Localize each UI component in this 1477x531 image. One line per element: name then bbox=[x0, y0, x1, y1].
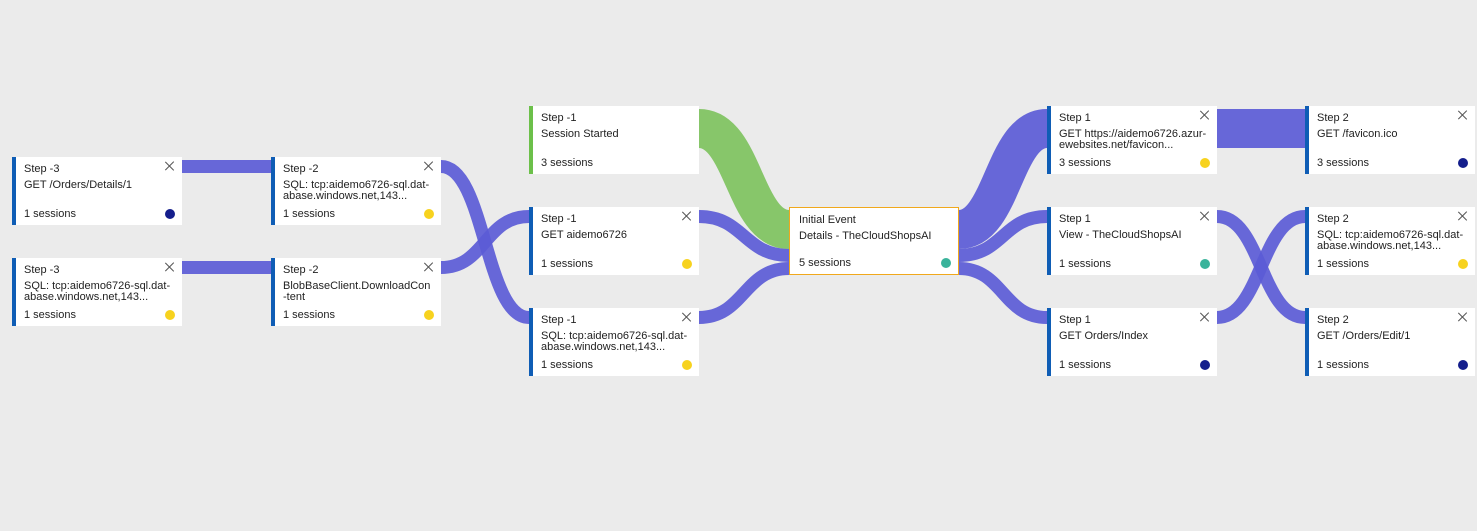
status-dot-icon bbox=[424, 209, 434, 219]
node-session-count: 3 sessions bbox=[1317, 157, 1369, 169]
node-session-count: 1 sessions bbox=[1059, 359, 1111, 371]
node-event-name: Session Started bbox=[541, 129, 619, 140]
status-dot-icon bbox=[682, 259, 692, 269]
node-session-count: 1 sessions bbox=[24, 208, 76, 220]
flow-link-n_m1b-to-n_init[interactable] bbox=[698, 210, 790, 262]
node-step-minus1-get-aidemo[interactable]: Step -1 GET aidemo6726 1 sessions bbox=[529, 207, 699, 275]
node-step-label: Step 2 bbox=[1317, 213, 1349, 225]
node-event-name: SQL: tcp:aidemo6726-sql.dat-abase.window… bbox=[24, 281, 171, 303]
node-step-minus2-blob-download[interactable]: Step -2 BlobBaseClient.DownloadCon-tent … bbox=[271, 258, 441, 326]
node-step-label: Step -2 bbox=[283, 264, 319, 276]
node-event-name: SQL: tcp:aidemo6726-sql.dat-abase.window… bbox=[283, 180, 430, 202]
status-dot-icon bbox=[1458, 360, 1468, 370]
node-step-label: Step 1 bbox=[1059, 213, 1091, 225]
node-session-count: 1 sessions bbox=[1317, 359, 1369, 371]
node-event-name: GET /Orders/Details/1 bbox=[24, 180, 132, 191]
close-icon[interactable] bbox=[1457, 210, 1469, 222]
status-dot-icon bbox=[1200, 158, 1210, 168]
status-dot-icon bbox=[1200, 360, 1210, 370]
node-session-count: 3 sessions bbox=[541, 157, 593, 169]
node-event-name: GET /favicon.ico bbox=[1317, 129, 1398, 140]
close-icon[interactable] bbox=[164, 261, 176, 273]
node-step-minus3-sql[interactable]: Step -3 SQL: tcp:aidemo6726-sql.dat-abas… bbox=[12, 258, 182, 326]
node-step-label: Step 1 bbox=[1059, 314, 1091, 326]
node-session-count: 5 sessions bbox=[799, 257, 851, 269]
node-step1-view[interactable]: Step 1 View - TheCloudShopsAI 1 sessions bbox=[1047, 207, 1217, 275]
flow-link-n_1c-to-n_2b[interactable] bbox=[1216, 210, 1306, 324]
close-icon[interactable] bbox=[1199, 210, 1211, 222]
node-event-name: GET https://aidemo6726.azur-ewebsites.ne… bbox=[1059, 129, 1207, 151]
flow-link-n_init-to-n_1a[interactable] bbox=[955, 109, 1051, 249]
node-session-count: 1 sessions bbox=[283, 208, 335, 220]
node-step2-get-orders-edit[interactable]: Step 2 GET /Orders/Edit/1 1 sessions bbox=[1305, 308, 1475, 376]
status-dot-icon bbox=[165, 310, 175, 320]
node-session-count: 1 sessions bbox=[1059, 258, 1111, 270]
status-dot-icon bbox=[1200, 259, 1210, 269]
flow-link-n_m2b-to-n_m1b[interactable] bbox=[440, 210, 530, 274]
close-icon[interactable] bbox=[423, 160, 435, 172]
node-step-minus1-sql[interactable]: Step -1 SQL: tcp:aidemo6726-sql.dat-abas… bbox=[529, 308, 699, 376]
node-step-label: Step 1 bbox=[1059, 112, 1091, 124]
node-step-label: Step 2 bbox=[1317, 314, 1349, 326]
node-event-name: SQL: tcp:aidemo6726-sql.dat-abase.window… bbox=[1317, 230, 1464, 252]
flow-link-n_init-to-n_1c[interactable] bbox=[958, 262, 1048, 324]
node-step-label: Step -3 bbox=[24, 264, 60, 276]
flow-link-n_m1a-to-n_init[interactable] bbox=[695, 109, 793, 249]
node-session-count: 1 sessions bbox=[541, 258, 593, 270]
node-event-name: GET Orders/Index bbox=[1059, 331, 1149, 342]
status-dot-icon bbox=[424, 310, 434, 320]
close-icon[interactable] bbox=[1457, 109, 1469, 121]
flow-link-n_init-to-n_1b[interactable] bbox=[958, 210, 1048, 262]
node-step-label: Step -2 bbox=[283, 163, 319, 175]
node-event-name: SQL: tcp:aidemo6726-sql.dat-abase.window… bbox=[541, 331, 688, 353]
node-event-name: Details - TheCloudShopsAI bbox=[799, 231, 932, 242]
node-step1-get-orders-index[interactable]: Step 1 GET Orders/Index 1 sessions bbox=[1047, 308, 1217, 376]
node-session-count: 1 sessions bbox=[1317, 258, 1369, 270]
close-icon[interactable] bbox=[681, 210, 693, 222]
node-step-label: Step -3 bbox=[24, 163, 60, 175]
node-step-label: Step 2 bbox=[1317, 112, 1349, 124]
node-event-name: BlobBaseClient.DownloadCon-tent bbox=[283, 281, 431, 303]
node-step-label: Step -1 bbox=[541, 112, 577, 124]
node-step-minus2-sql[interactable]: Step -2 SQL: tcp:aidemo6726-sql.dat-abas… bbox=[271, 157, 441, 225]
node-event-name: GET aidemo6726 bbox=[541, 230, 628, 241]
node-step2-get-favicon-ico[interactable]: Step 2 GET /favicon.ico 3 sessions bbox=[1305, 106, 1475, 174]
node-step2-sql[interactable]: Step 2 SQL: tcp:aidemo6726-sql.dat-abase… bbox=[1305, 207, 1475, 275]
close-icon[interactable] bbox=[1199, 311, 1211, 323]
node-session-count: 1 sessions bbox=[283, 309, 335, 321]
node-step-label: Initial Event bbox=[799, 214, 856, 226]
node-session-count: 1 sessions bbox=[541, 359, 593, 371]
flow-link-n_m1c-to-n_init[interactable] bbox=[698, 262, 790, 324]
node-step-minus1-session-started[interactable]: Step -1 Session Started 3 sessions bbox=[529, 106, 699, 174]
status-dot-icon bbox=[941, 258, 951, 268]
close-icon[interactable] bbox=[1199, 109, 1211, 121]
close-icon[interactable] bbox=[164, 160, 176, 172]
node-event-name: GET /Orders/Edit/1 bbox=[1317, 331, 1411, 342]
node-step-label: Step -1 bbox=[541, 213, 577, 225]
node-step1-get-favicon-url[interactable]: Step 1 GET https://aidemo6726.azur-ewebs… bbox=[1047, 106, 1217, 174]
node-step-label: Step -1 bbox=[541, 314, 577, 326]
close-icon[interactable] bbox=[681, 311, 693, 323]
node-session-count: 1 sessions bbox=[24, 309, 76, 321]
close-icon[interactable] bbox=[1457, 311, 1469, 323]
status-dot-icon bbox=[1458, 158, 1468, 168]
node-event-name: View - TheCloudShopsAI bbox=[1059, 230, 1182, 241]
node-step-minus3-get-orders-details[interactable]: Step -3 GET /Orders/Details/1 1 sessions bbox=[12, 157, 182, 225]
status-dot-icon bbox=[165, 209, 175, 219]
status-dot-icon bbox=[682, 360, 692, 370]
close-icon[interactable] bbox=[423, 261, 435, 273]
node-session-count: 3 sessions bbox=[1059, 157, 1111, 169]
node-initial-event[interactable]: Initial Event Details - TheCloudShopsAI … bbox=[789, 207, 959, 275]
status-dot-icon bbox=[1458, 259, 1468, 269]
